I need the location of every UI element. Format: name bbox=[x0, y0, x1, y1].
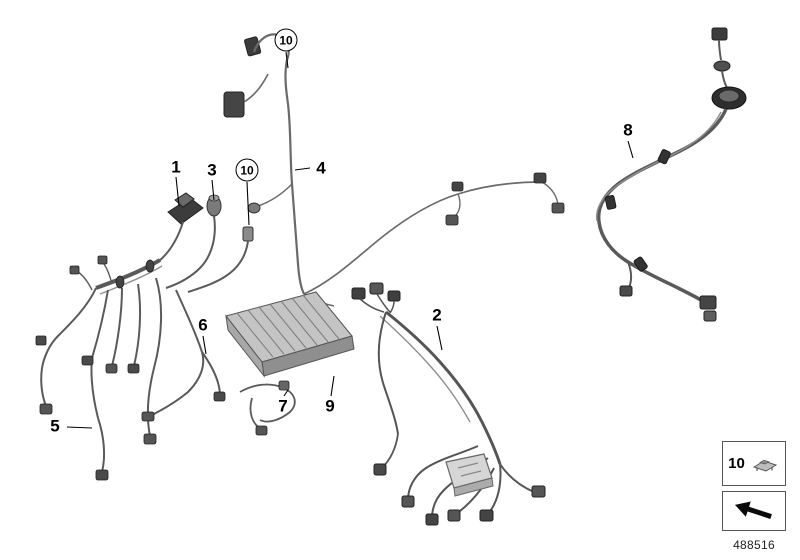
callout-6[interactable]: 6 bbox=[198, 315, 208, 335]
callout-5[interactable]: 5 bbox=[50, 416, 60, 436]
callout-10-b[interactable]: 10 bbox=[274, 28, 298, 52]
legend-clip-number: 10 bbox=[728, 455, 745, 472]
callout-1[interactable]: 1 bbox=[171, 157, 181, 177]
callout-8[interactable]: 8 bbox=[623, 120, 633, 140]
callout-4[interactable]: 4 bbox=[316, 158, 326, 178]
callout-7[interactable]: 7 bbox=[278, 396, 288, 416]
legend-direction-box bbox=[722, 491, 786, 531]
cable-clip-icon bbox=[752, 459, 778, 472]
callout-10-a[interactable]: 10 bbox=[235, 158, 259, 182]
part-number: 488516 bbox=[733, 538, 775, 552]
legend-clip-box[interactable]: 10 bbox=[722, 441, 786, 486]
left-harness bbox=[35, 192, 296, 481]
callout-2[interactable]: 2 bbox=[432, 305, 442, 325]
callout-3[interactable]: 3 bbox=[207, 160, 217, 180]
top-harness bbox=[223, 33, 565, 307]
right-harness bbox=[595, 27, 747, 322]
center-harness bbox=[351, 282, 546, 526]
callout-9[interactable]: 9 bbox=[325, 396, 335, 416]
callout-leader-lines bbox=[66, 51, 634, 429]
direction-arrow-icon bbox=[734, 501, 772, 519]
cable-duct bbox=[225, 291, 355, 378]
